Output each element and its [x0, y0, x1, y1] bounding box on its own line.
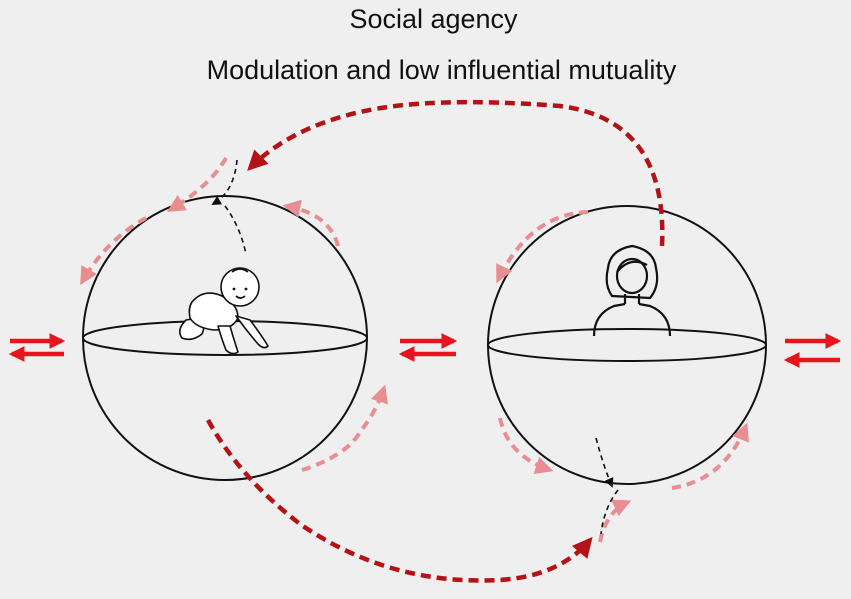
woman-bust-icon	[592, 244, 672, 337]
right-sphere-equator	[487, 328, 767, 362]
right-sphere	[487, 205, 767, 485]
diagram-subtitle: Modulation and low influential mutuality	[206, 55, 677, 85]
black-self-arrows	[211, 159, 619, 535]
mother-to-infant-arrow	[247, 99, 665, 247]
strong-mutual-arrows	[206, 99, 665, 583]
exchange-arrows-left	[8, 333, 66, 362]
faint-surface-arrows	[80, 156, 749, 543]
exchange-arrows-right	[783, 333, 842, 368]
diagram-title: Social agency	[349, 4, 518, 34]
infant-to-mother-arrow	[206, 418, 593, 583]
crawling-baby-icon	[178, 267, 269, 355]
exchange-arrows-middle	[398, 333, 458, 362]
